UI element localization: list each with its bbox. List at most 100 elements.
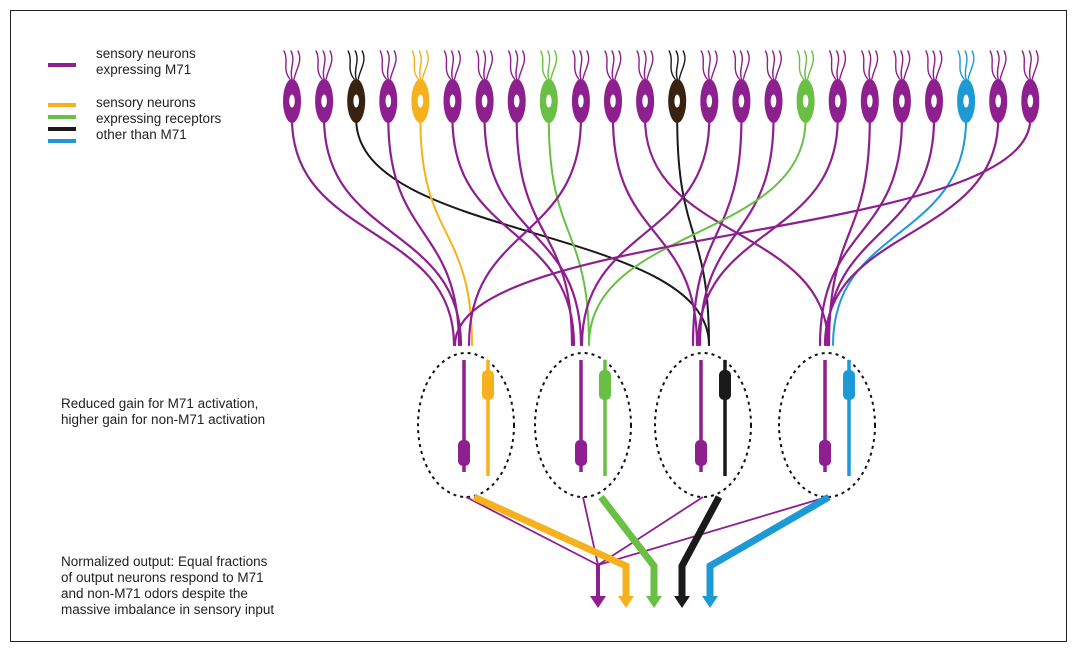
- dendrites-18: [861, 50, 879, 80]
- legend-label-other-1: sensory neurons: [96, 95, 196, 110]
- other-mitral-soma-3: [843, 370, 855, 400]
- neuron-nucleus-5: [449, 94, 456, 108]
- output-tract-3: [706, 493, 831, 600]
- dendrites-13: [700, 50, 718, 80]
- axon-3: [387, 117, 461, 347]
- legend-label-other-2: expressing receptors: [96, 111, 222, 126]
- axon-1: [323, 117, 463, 347]
- axon-13: [580, 117, 711, 347]
- legend-swatch-m71: [48, 63, 76, 67]
- dendrites-1: [315, 50, 333, 80]
- dendrites-10: [604, 50, 622, 80]
- axon-19: [818, 117, 903, 347]
- glomeruli-caption-1: Reduced gain for M71 activation,: [61, 396, 259, 411]
- output-tract-1: [598, 494, 658, 600]
- axon-16: [588, 118, 807, 346]
- axon-7: [515, 117, 574, 347]
- legend-swatch-blue: [48, 139, 76, 143]
- glomerulus-3: [778, 352, 876, 498]
- neuron-nucleus-8: [546, 94, 552, 108]
- legend-swatch-green: [48, 115, 76, 119]
- glomerulus-2: [654, 352, 752, 498]
- dendrites-17: [829, 50, 847, 80]
- neuron-nucleus-23: [1027, 94, 1034, 108]
- legend-swatch-yellow: [48, 103, 76, 107]
- dendrites-11: [636, 50, 654, 80]
- output-arrowhead-1: [618, 596, 634, 608]
- dendrites-20: [925, 50, 943, 80]
- axon-5: [451, 117, 576, 347]
- axon-10: [611, 117, 699, 347]
- legend-label-m71-2: expressing M71: [96, 62, 192, 77]
- neuron-nucleus-6: [481, 94, 488, 108]
- output-tract-2: [678, 495, 723, 600]
- dendrites-12: [668, 50, 686, 80]
- axon-6: [483, 117, 583, 347]
- figure-frame: [10, 10, 1067, 642]
- dendrites-4: [411, 50, 429, 80]
- glomeruli-caption-2: higher gain for non-M71 activation: [61, 412, 266, 427]
- neuron-nucleus-19: [899, 94, 905, 108]
- axon-21: [832, 118, 968, 346]
- dendrites-3: [379, 50, 397, 80]
- m71-mitral-soma-1: [575, 440, 587, 466]
- dendrites-5: [443, 50, 461, 80]
- m71-mitral-soma-0: [458, 440, 470, 466]
- axon-8: [547, 118, 590, 346]
- other-mitral-soma-0: [482, 370, 494, 400]
- other-mitral-soma-1: [599, 370, 611, 400]
- neuron-nucleus-4: [417, 94, 424, 108]
- output-caption-1: Normalized output: Equal fractions: [61, 554, 268, 569]
- axon-9: [467, 117, 582, 347]
- axon-17: [696, 117, 839, 347]
- dendrites-15: [764, 50, 782, 80]
- dendrites-9: [572, 50, 590, 80]
- neuron-nucleus-14: [738, 94, 745, 108]
- axon-15: [698, 117, 775, 347]
- dendrites-21: [957, 50, 975, 80]
- axon-14: [691, 117, 743, 347]
- dendrites-23: [1021, 50, 1039, 80]
- neuron-nucleus-10: [610, 94, 616, 108]
- dendrites-7: [508, 50, 526, 80]
- neuron-nucleus-17: [834, 94, 841, 108]
- neuron-nucleus-1: [321, 94, 327, 108]
- axon-0: [290, 117, 456, 347]
- neuron-nucleus-18: [867, 94, 873, 108]
- neuron-nucleus-11: [642, 94, 648, 108]
- dendrites-19: [893, 50, 911, 80]
- axon-12: [676, 118, 710, 346]
- neuron-nucleus-3: [385, 94, 392, 108]
- output-tract-0: [472, 493, 630, 600]
- dendrites-22: [989, 50, 1007, 80]
- output-arrowhead-2: [646, 596, 662, 608]
- dendrites-14: [732, 50, 750, 80]
- legend-label-other-3: other than M71: [96, 127, 187, 142]
- neuron-nucleus-20: [931, 94, 937, 108]
- glomerulus-0: [417, 352, 515, 498]
- glomerulus-1: [534, 352, 632, 498]
- legend-swatch-black: [48, 127, 76, 131]
- m71-output-line-3: [597, 496, 828, 566]
- dendrites-16: [796, 50, 815, 80]
- other-mitral-soma-2: [719, 370, 731, 400]
- neuron-nucleus-9: [578, 94, 584, 108]
- axon-18: [827, 117, 871, 347]
- output-caption-4: massive imbalance in sensory input: [61, 602, 275, 617]
- neuron-nucleus-15: [770, 94, 777, 108]
- dendrites-6: [475, 50, 494, 80]
- axon-23: [453, 117, 1032, 347]
- output-arrowhead-0: [590, 596, 606, 608]
- neuron-nucleus-12: [674, 94, 680, 108]
- m71-mitral-soma-2: [695, 440, 707, 466]
- m71-output-line-0: [465, 496, 599, 566]
- legend-label-m71-1: sensory neurons: [96, 46, 196, 61]
- dendrites-0: [283, 50, 301, 80]
- neuron-nucleus-0: [289, 94, 295, 108]
- dendrites-8: [540, 50, 558, 80]
- neuron-nucleus-21: [963, 94, 969, 108]
- axon-22: [823, 117, 1000, 347]
- axon-4: [419, 118, 473, 346]
- dendrites-2: [347, 50, 365, 80]
- neuron-nucleus-7: [513, 94, 520, 108]
